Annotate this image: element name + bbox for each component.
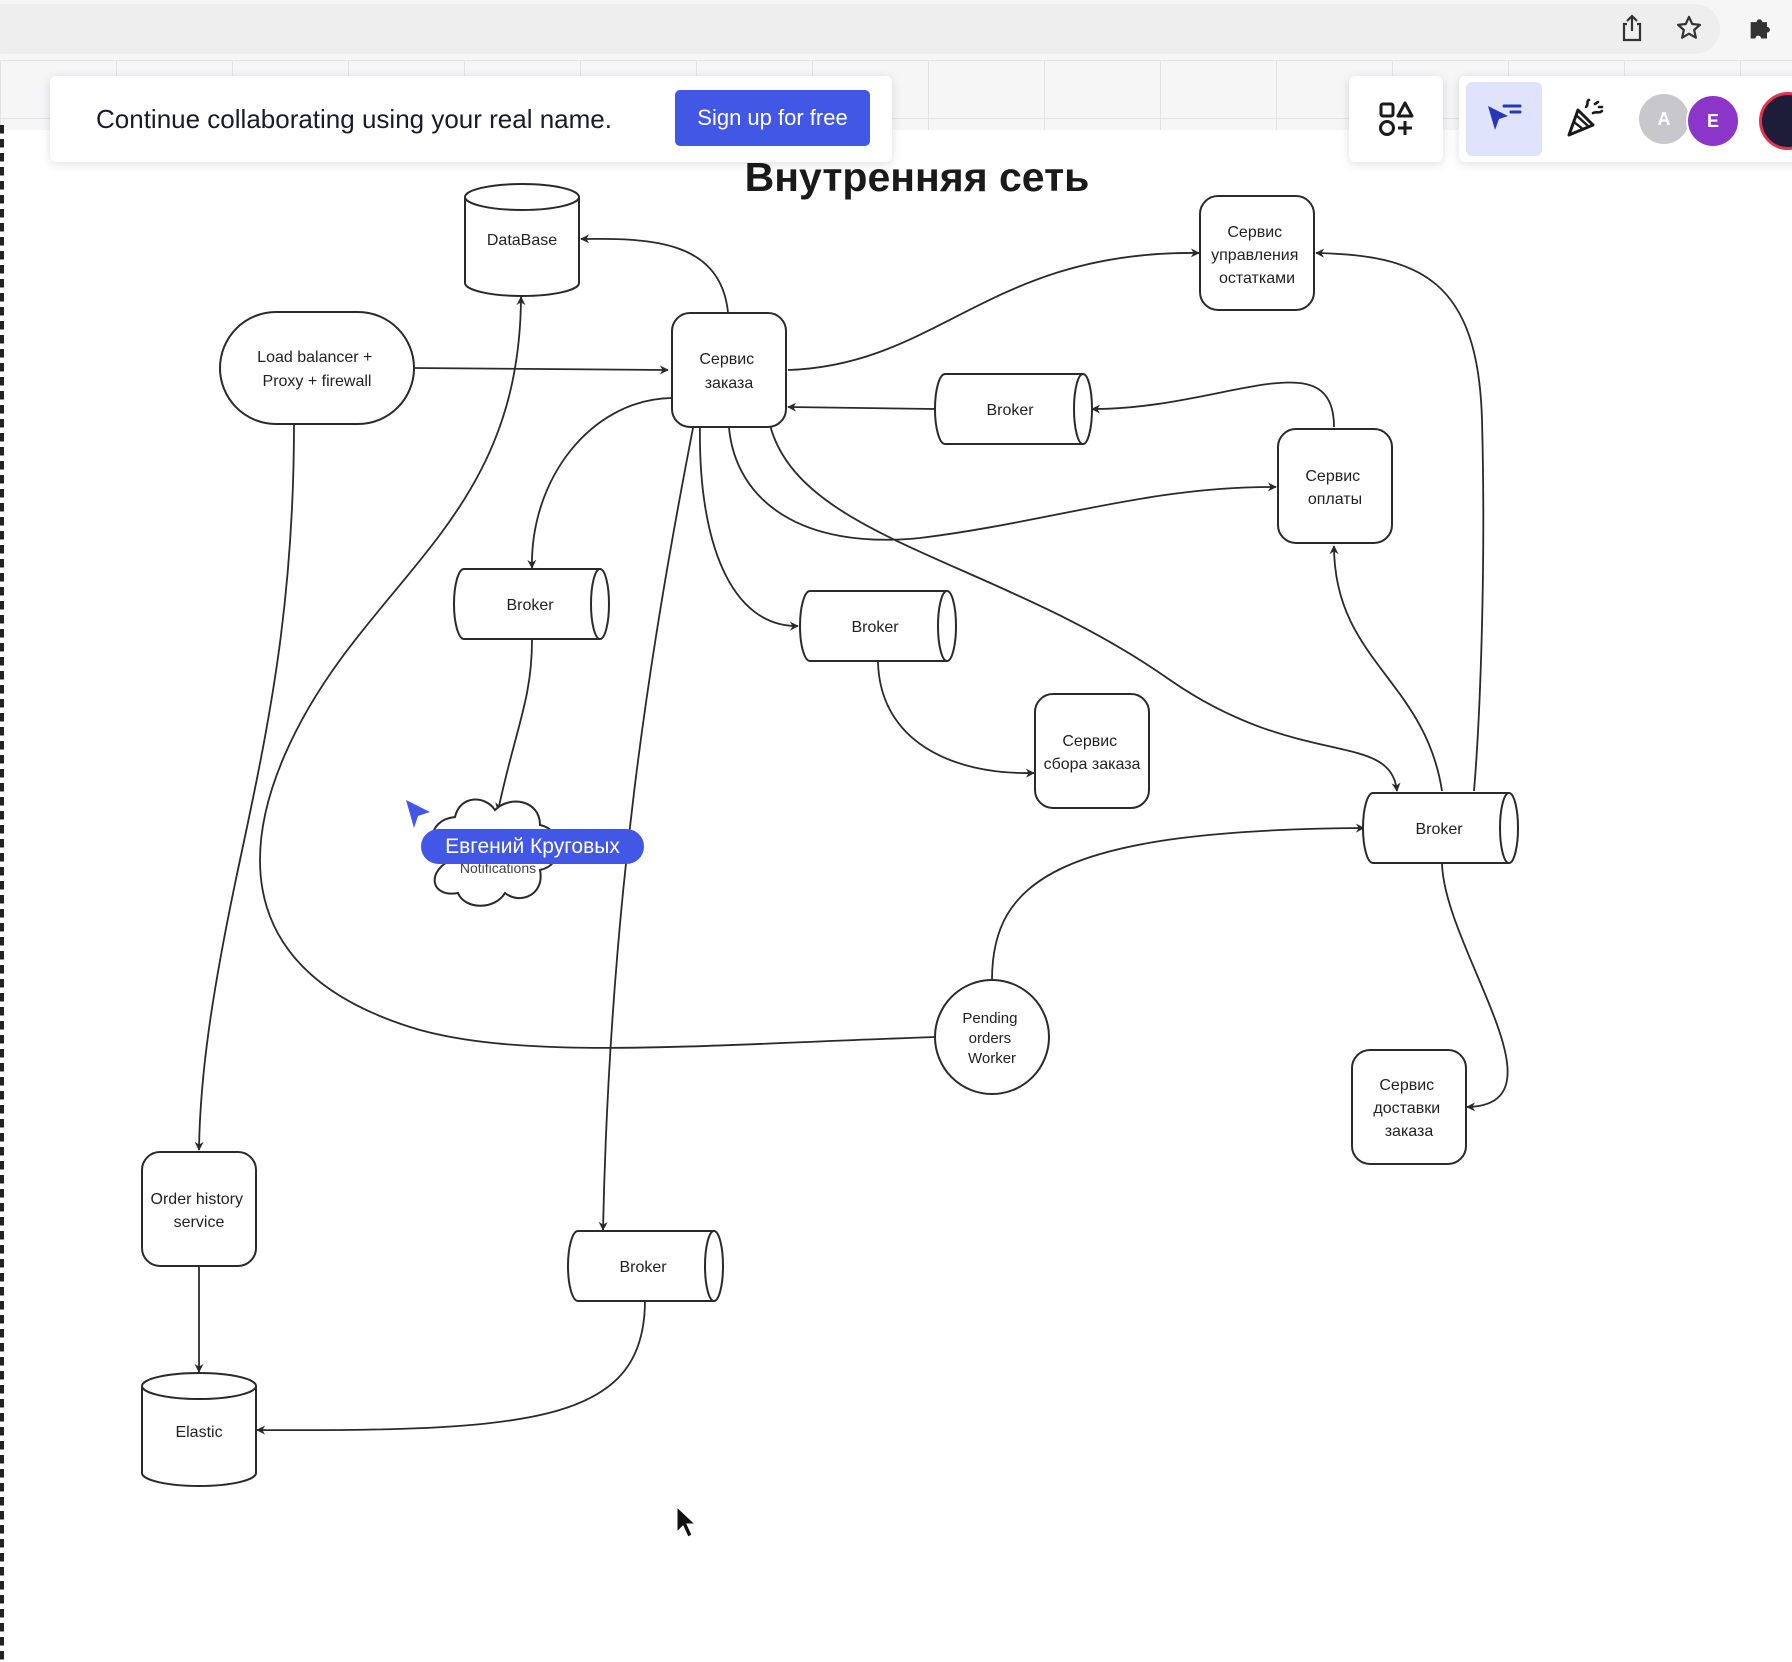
order-history-label: Order history service <box>151 1191 248 1231</box>
connector-lb-to-history <box>194 423 295 1151</box>
share-icon[interactable] <box>1614 10 1650 46</box>
connector-order-to-stock <box>787 248 1200 371</box>
address-bar[interactable] <box>0 4 1720 54</box>
broker-label: Broker <box>506 597 554 614</box>
database-label: DataBase <box>487 232 557 249</box>
pending-orders-worker-label: Pending orders Worker <box>962 1010 1021 1067</box>
connector-broker-bottom-to-elastic <box>256 1299 646 1435</box>
connector-worker-to-broker-right <box>991 823 1365 981</box>
connector-order-to-db <box>580 234 729 313</box>
connector-lb-to-order <box>413 365 669 375</box>
avatar[interactable]: E <box>1686 94 1740 148</box>
connector-order-to-broker-bottom <box>598 427 694 1231</box>
load-balancer-label: Load balancer + Proxy + firewall <box>257 349 377 390</box>
collaboration-panel: A E <box>1459 76 1792 162</box>
database-node[interactable]: DataBase <box>464 183 580 297</box>
connector-order-to-broker-mid <box>699 424 799 631</box>
connector-broker-right-to-payment <box>1329 545 1443 792</box>
remote-cursor-icon <box>406 800 430 828</box>
shapes-panel <box>1349 76 1443 162</box>
mouse-pointer-icon <box>676 1505 697 1538</box>
signup-banner-text: Continue collaborating using your real n… <box>96 104 612 134</box>
frame-dashed-border <box>0 125 4 1662</box>
connector-broker-right-to-delivery <box>1441 863 1509 1112</box>
elastic-node[interactable]: Elastic <box>141 1372 257 1487</box>
celebrate-icon[interactable] <box>1546 82 1622 156</box>
connector-broker-right-to-stock <box>1315 248 1485 792</box>
connector-order-to-payment <box>728 427 1277 541</box>
extensions-puzzle-icon[interactable] <box>1742 10 1778 46</box>
shapes-icon[interactable] <box>1358 82 1434 156</box>
current-user-avatar[interactable] <box>1759 92 1792 150</box>
order-service-node[interactable]: Сервис заказа <box>671 312 787 428</box>
connector-payment-to-broker <box>1091 381 1335 428</box>
connector-order-to-broker-left <box>527 397 672 569</box>
broker-label: Broker <box>986 402 1034 419</box>
connector-broker-mid-to-assembly <box>877 661 1035 778</box>
signup-banner: Continue collaborating using your real n… <box>50 76 892 162</box>
pending-orders-worker-node[interactable]: Pending orders Worker <box>934 979 1050 1095</box>
broker-node-left[interactable]: Broker <box>453 568 610 640</box>
broker-label: Broker <box>619 1259 667 1276</box>
stock-service-node[interactable]: Сервис управления остатками <box>1199 195 1315 311</box>
broker-label: Broker <box>851 619 899 636</box>
order-service-label: Сервис заказа <box>699 351 758 392</box>
delivery-service-node[interactable]: Сервис доставки заказа <box>1351 1049 1467 1165</box>
avatar[interactable]: A <box>1639 94 1689 144</box>
payment-service-node[interactable]: Сервис оплаты <box>1277 428 1393 544</box>
bookmark-star-icon[interactable] <box>1671 10 1707 46</box>
connector-broker-left-to-notifications <box>495 639 533 812</box>
notifications-label: Notifications <box>460 860 536 876</box>
sign-up-button[interactable]: Sign up for free <box>675 90 870 146</box>
payment-service-label: Сервис оплаты <box>1305 468 1364 508</box>
load-balancer-node[interactable]: Load balancer + Proxy + firewall <box>219 311 415 425</box>
browser-toolbar <box>0 0 1792 61</box>
assembly-service-node[interactable]: Сервис сбора заказа <box>1034 693 1150 809</box>
broker-node-right[interactable]: Broker <box>1362 792 1519 864</box>
cursor-follow-icon[interactable] <box>1466 82 1542 156</box>
broker-node-right-top[interactable]: Broker <box>934 373 1093 445</box>
broker-node-mid[interactable]: Broker <box>799 590 957 662</box>
assembly-service-label: Сервис сбора заказа <box>1044 733 1141 773</box>
connector-worker-to-db <box>259 296 936 1049</box>
order-history-service-node[interactable]: Order history service <box>141 1151 257 1267</box>
delivery-service-label: Сервис доставки заказа <box>1373 1077 1444 1140</box>
connector-broker-to-order <box>787 402 936 412</box>
broker-label: Broker <box>1415 821 1463 838</box>
remote-cursor-label: Евгений Круговых <box>421 829 644 864</box>
connector-order-to-broker-right <box>769 424 1401 792</box>
stock-service-label: Сервис управления остатками <box>1211 224 1303 287</box>
elastic-label: Elastic <box>175 1424 222 1441</box>
broker-node-bottom[interactable]: Broker <box>567 1230 724 1302</box>
